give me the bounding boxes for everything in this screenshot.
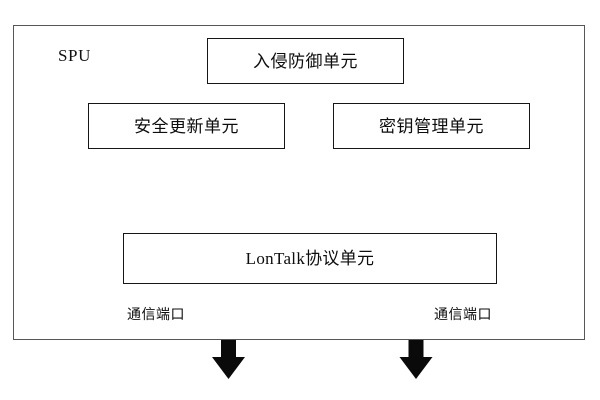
communication-port-label-left: 通信端口 (127, 308, 185, 323)
node-label-key-management-unit: 密钥管理单元 (379, 116, 484, 136)
node-label-lontalk-protocol-unit: LonTalk协议单元 (245, 249, 375, 268)
node-label-security-update-unit: 安全更新单元 (134, 116, 239, 136)
communication-port-label-right: 通信端口 (434, 308, 492, 323)
node-key-management-unit: 密钥管理单元 (333, 103, 530, 149)
node-label-intrusion-prevention-unit: 入侵防御单元 (253, 51, 358, 71)
node-lontalk-protocol-unit: LonTalk协议单元 (123, 233, 497, 284)
node-intrusion-prevention-unit: 入侵防御单元 (207, 38, 404, 84)
node-security-update-unit: 安全更新单元 (88, 103, 285, 149)
spu-label: SPU (58, 46, 91, 65)
